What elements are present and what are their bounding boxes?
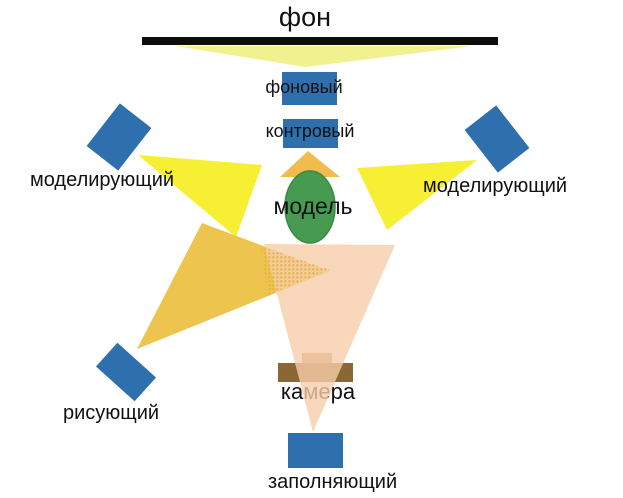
modeling-light-left-label: моделирующий (30, 169, 175, 191)
key-light-label: рисующий (63, 402, 160, 424)
camera-top (302, 353, 332, 363)
fill-light (288, 433, 343, 468)
model-ellipse (284, 170, 336, 244)
rim-light-beam (280, 151, 340, 177)
background-bar (142, 37, 498, 45)
modeling-beam-left (138, 155, 262, 237)
camera-label: камера (280, 379, 356, 404)
fill-light-label: заполняющий (268, 471, 398, 493)
background-label: фон (278, 2, 332, 32)
modeling-light-right-label: моделирующий (423, 175, 568, 197)
background-light-label: фоновый (265, 77, 343, 97)
key-light-beam (137, 223, 330, 349)
model-label: модель (273, 193, 353, 219)
background-light-beam (175, 46, 472, 67)
key-light (95, 342, 157, 402)
modeling-beam-right (357, 160, 477, 230)
modeling-light-right (464, 105, 530, 173)
modeling-light-left (86, 103, 152, 171)
rim-light-label: контровый (265, 121, 355, 141)
rim-light (283, 119, 338, 148)
background-light (282, 72, 337, 105)
